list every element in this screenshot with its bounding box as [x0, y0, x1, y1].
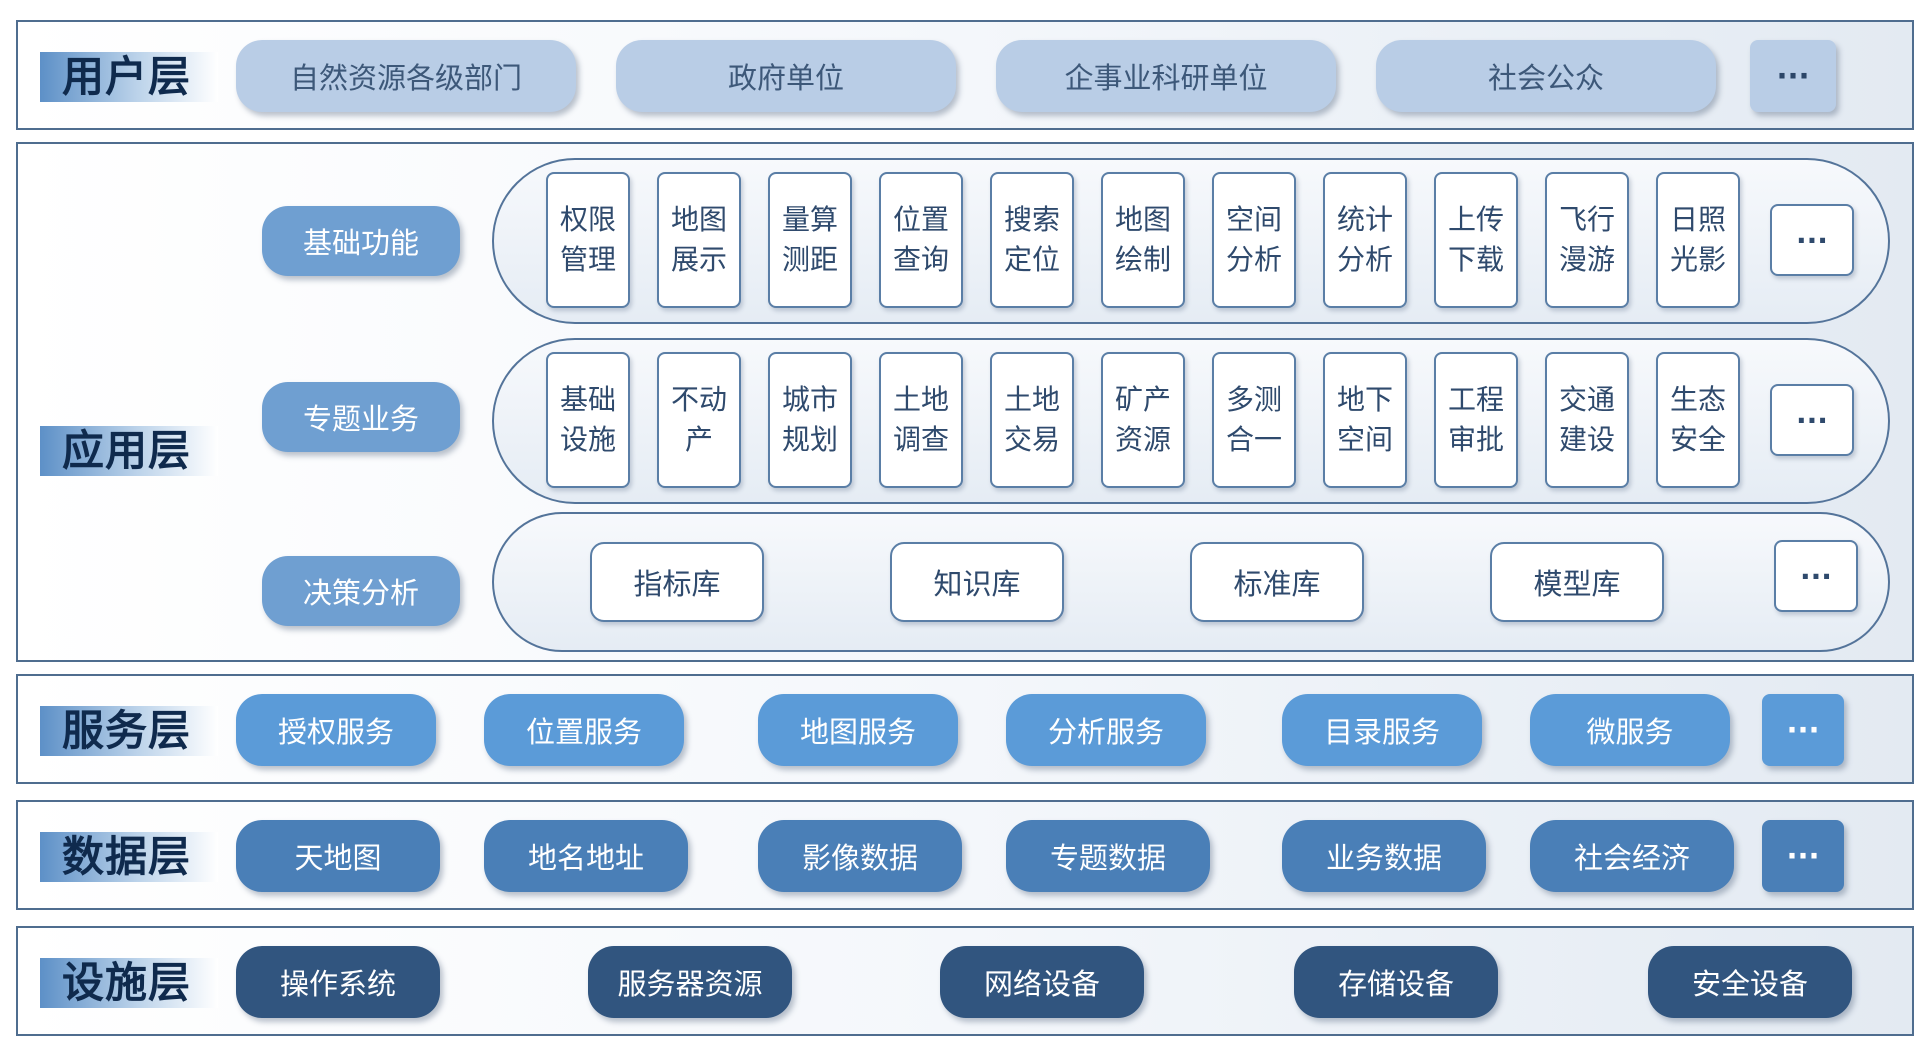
basic-tile: 权限管理: [546, 172, 630, 308]
basic-function-label: 基础功能: [262, 206, 460, 276]
app-layer: 应用层 基础功能 权限管理 地图展示 量算测距 位置查询 搜索定位 地图绘制 空…: [16, 142, 1914, 662]
basic-more: ···: [1770, 204, 1854, 276]
user-item: 自然资源各级部门: [236, 40, 576, 112]
thematic-tile: 不动产: [657, 352, 741, 488]
thematic-tile: 多测合一: [1212, 352, 1296, 488]
service-item: 目录服务: [1282, 694, 1482, 766]
decision-lib: 标准库: [1190, 542, 1364, 622]
basic-tile: 飞行漫游: [1545, 172, 1629, 308]
thematic-tile: 矿产资源: [1101, 352, 1185, 488]
service-item: 授权服务: [236, 694, 436, 766]
user-item: 社会公众: [1376, 40, 1716, 112]
service-item: 微服务: [1530, 694, 1730, 766]
thematic-more: ···: [1770, 384, 1854, 456]
facility-item: 服务器资源: [588, 946, 792, 1018]
thematic-business-label: 专题业务: [262, 382, 460, 452]
data-item: 影像数据: [758, 820, 962, 892]
basic-tile: 量算测距: [768, 172, 852, 308]
thematic-tile: 工程审批: [1434, 352, 1518, 488]
data-item: 天地图: [236, 820, 440, 892]
decision-lib: 知识库: [890, 542, 1064, 622]
basic-tile: 统计分析: [1323, 172, 1407, 308]
basic-tile: 日照光影: [1656, 172, 1740, 308]
thematic-tile: 土地交易: [990, 352, 1074, 488]
basic-tile: 上传下载: [1434, 172, 1518, 308]
data-more: ···: [1762, 820, 1844, 892]
decision-lib: 模型库: [1490, 542, 1664, 622]
thematic-tile: 交通建设: [1545, 352, 1629, 488]
service-layer-title: 服务层: [40, 706, 218, 756]
user-layer: 用户层 自然资源各级部门 政府单位 企事业科研单位 社会公众 ···: [16, 20, 1914, 130]
basic-tile: 空间分析: [1212, 172, 1296, 308]
thematic-business-capsule: 基础设施 不动产 城市规划 土地调查 土地交易 矿产资源 多测合一 地下空间 工…: [492, 338, 1890, 504]
basic-tile: 地图展示: [657, 172, 741, 308]
service-layer: 服务层 授权服务 位置服务 地图服务 分析服务 目录服务 微服务 ···: [16, 674, 1914, 784]
basic-function-capsule: 权限管理 地图展示 量算测距 位置查询 搜索定位 地图绘制 空间分析 统计分析 …: [492, 158, 1890, 324]
data-item: 社会经济: [1530, 820, 1734, 892]
data-layer-title: 数据层: [40, 832, 218, 882]
basic-tile: 搜索定位: [990, 172, 1074, 308]
facility-layer: 设施层 操作系统 服务器资源 网络设备 存储设备 安全设备: [16, 926, 1914, 1036]
user-item: 政府单位: [616, 40, 956, 112]
user-item: 企事业科研单位: [996, 40, 1336, 112]
service-item: 分析服务: [1006, 694, 1206, 766]
service-item: 地图服务: [758, 694, 958, 766]
decision-analysis-label: 决策分析: [262, 556, 460, 626]
thematic-tile: 生态安全: [1656, 352, 1740, 488]
thematic-tile: 基础设施: [546, 352, 630, 488]
thematic-tile: 城市规划: [768, 352, 852, 488]
data-item: 业务数据: [1282, 820, 1486, 892]
data-layer: 数据层 天地图 地名地址 影像数据 专题数据 业务数据 社会经济 ···: [16, 800, 1914, 910]
app-layer-title: 应用层: [40, 426, 218, 476]
user-more: ···: [1750, 40, 1836, 112]
decision-lib: 指标库: [590, 542, 764, 622]
facility-item: 存储设备: [1294, 946, 1498, 1018]
thematic-tile: 土地调查: [879, 352, 963, 488]
basic-tile: 位置查询: [879, 172, 963, 308]
user-layer-title: 用户层: [40, 52, 218, 102]
data-item: 地名地址: [484, 820, 688, 892]
decision-more: ···: [1774, 540, 1858, 612]
decision-analysis-capsule: 指标库 知识库 标准库 模型库 ···: [492, 512, 1890, 652]
facility-item: 网络设备: [940, 946, 1144, 1018]
service-item: 位置服务: [484, 694, 684, 766]
thematic-tile: 地下空间: [1323, 352, 1407, 488]
basic-tile: 地图绘制: [1101, 172, 1185, 308]
facility-layer-title: 设施层: [40, 958, 218, 1008]
facility-item: 操作系统: [236, 946, 440, 1018]
facility-item: 安全设备: [1648, 946, 1852, 1018]
service-more: ···: [1762, 694, 1844, 766]
data-item: 专题数据: [1006, 820, 1210, 892]
